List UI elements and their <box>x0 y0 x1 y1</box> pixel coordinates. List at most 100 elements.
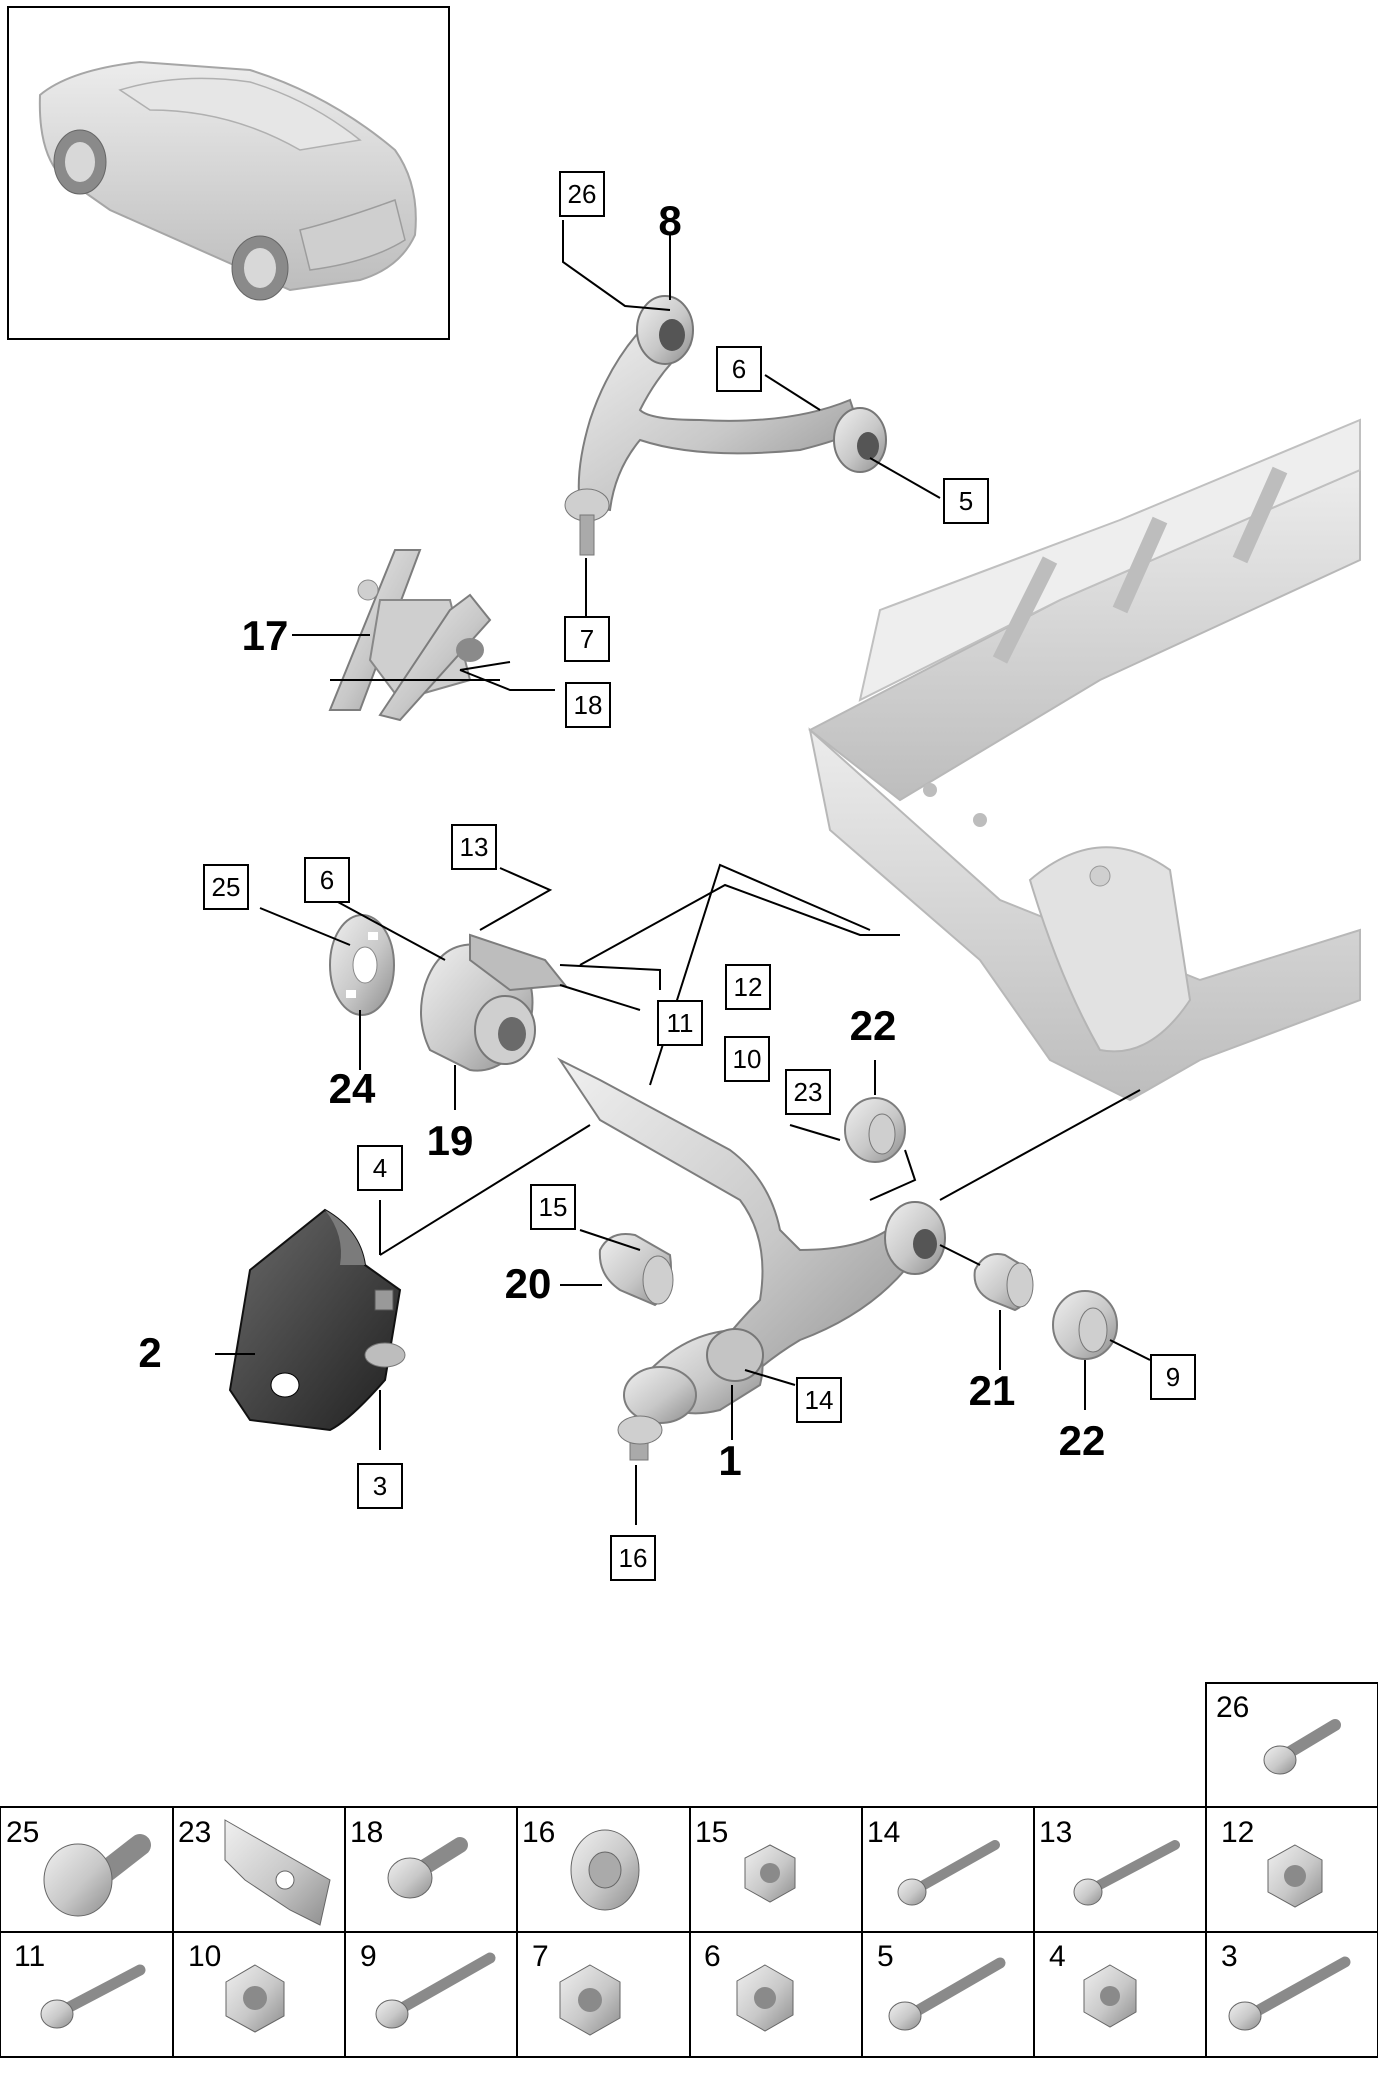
legend-10: 10 <box>188 1940 221 1973</box>
legend-14: 14 <box>867 1816 900 1849</box>
boxed-callout-18: 18 <box>565 682 611 728</box>
legend-7: 7 <box>532 1940 549 1973</box>
legend-icon-13 <box>1073 1840 1180 1906</box>
callout-2: 2 <box>138 1329 161 1376</box>
level-sensor <box>328 549 492 722</box>
callout-22-upper: 22 <box>850 1002 897 1049</box>
boxed-callout-6-upper: 6 <box>716 346 762 392</box>
legend-row-middle: 25 23 18 16 15 14 13 12 <box>0 1806 1378 1933</box>
shield-2 <box>228 1208 406 1432</box>
legend-11: 11 <box>14 1940 45 1973</box>
svg-text:9: 9 <box>1166 1362 1180 1392</box>
legend-icon-5 <box>888 1957 1006 2031</box>
callout-1: 1 <box>718 1437 741 1484</box>
svg-text:18: 18 <box>574 690 603 720</box>
callout-22-lower: 22 <box>1059 1417 1106 1464</box>
upper-control-arm <box>564 295 887 556</box>
bushing-22-upper <box>844 1097 906 1163</box>
boxed-callout-10: 10 <box>724 1036 770 1082</box>
boxed-callout-9: 9 <box>1150 1354 1196 1400</box>
vehicle-thumbnail <box>7 6 450 340</box>
svg-text:5: 5 <box>959 486 973 516</box>
legend-23: 23 <box>178 1816 211 1849</box>
legend-4: 4 <box>1049 1940 1066 1973</box>
boxed-callout-14: 14 <box>796 1377 842 1423</box>
legend-26: 26 <box>1216 1691 1249 1724</box>
callouts-bold: 8 17 24 19 2 20 1 21 22 22 <box>138 197 1105 1484</box>
bushing-21 <box>973 1253 1034 1312</box>
boxed-callout-4: 4 <box>357 1145 403 1191</box>
legend-icon-25 <box>43 1834 151 1917</box>
boxed-callout-15: 15 <box>530 1184 576 1230</box>
legend-icon-3 <box>1228 1956 1351 2031</box>
boxed-callout-11: 11 <box>657 1000 703 1046</box>
legend-15: 15 <box>695 1816 728 1849</box>
legend-18: 18 <box>350 1816 383 1849</box>
car-illustration <box>38 60 417 301</box>
legend-12: 12 <box>1221 1816 1254 1849</box>
callout-20: 20 <box>505 1260 552 1307</box>
legend-16: 16 <box>522 1816 555 1849</box>
svg-text:12: 12 <box>734 972 763 1002</box>
svg-text:15: 15 <box>539 1192 568 1222</box>
svg-text:11: 11 <box>667 1008 694 1038</box>
boxed-callout-23: 23 <box>785 1069 831 1115</box>
callout-19: 19 <box>427 1117 474 1164</box>
callout-17: 17 <box>242 612 289 659</box>
subframe <box>808 418 1361 1102</box>
callout-21: 21 <box>969 1367 1016 1414</box>
lower-control-arm <box>557 1057 946 1461</box>
svg-text:26: 26 <box>568 179 597 209</box>
legend-9: 9 <box>360 1940 377 1973</box>
boxed-callout-3: 3 <box>357 1463 403 1509</box>
boxed-callout-26: 26 <box>559 171 605 217</box>
svg-text:13: 13 <box>460 832 489 862</box>
legend-icon-11 <box>40 1964 146 2029</box>
svg-text:10: 10 <box>733 1044 762 1074</box>
svg-text:14: 14 <box>805 1385 834 1415</box>
legend-icon-6 <box>736 1964 794 2032</box>
legend-icon-7 <box>559 1964 621 2036</box>
bushing-19 <box>420 933 567 1072</box>
bushing-22-lower <box>1052 1290 1118 1360</box>
legend-13: 13 <box>1039 1816 1072 1849</box>
svg-text:16: 16 <box>619 1543 648 1573</box>
legend-icon-16 <box>570 1829 640 1911</box>
legend-5: 5 <box>877 1940 894 1973</box>
svg-text:23: 23 <box>794 1077 823 1107</box>
svg-text:3: 3 <box>373 1471 387 1501</box>
boxed-callout-6-lower: 6 <box>304 857 350 903</box>
legend-icon-14 <box>897 1840 1000 1906</box>
legend-25: 25 <box>6 1816 39 1849</box>
legend-icon-18 <box>387 1837 468 1899</box>
legend-icon-9 <box>375 1952 496 2029</box>
bushing-20 <box>598 1233 674 1307</box>
callouts-boxed: 26 6 5 7 18 13 25 6 12 11 10 23 4 15 14 … <box>203 171 1196 1581</box>
fastener-legend: 26 25 23 18 16 15 14 13 12 <box>0 1682 1378 2058</box>
svg-text:6: 6 <box>732 354 746 384</box>
boxed-callout-25: 25 <box>203 864 249 910</box>
legend-row-bottom: 11 10 9 7 6 5 4 3 <box>0 1931 1378 2058</box>
svg-text:6: 6 <box>320 865 334 895</box>
callout-24: 24 <box>329 1065 376 1112</box>
legend-icon-10 <box>225 1964 285 2033</box>
legend-icon-26 <box>1263 1719 1341 1775</box>
boxed-callout-7: 7 <box>564 616 610 662</box>
legend-6: 6 <box>704 1940 721 1973</box>
washer-24 <box>329 914 395 1016</box>
boxed-callout-12: 12 <box>725 964 771 1010</box>
boxed-callout-13: 13 <box>451 824 497 870</box>
svg-text:7: 7 <box>580 624 594 654</box>
callout-8: 8 <box>658 197 681 244</box>
leader-lines <box>215 220 1151 1525</box>
legend-icon-15 <box>744 1844 796 1903</box>
boxed-callout-16: 16 <box>610 1535 656 1581</box>
svg-text:4: 4 <box>373 1153 387 1183</box>
svg-text:25: 25 <box>212 872 241 902</box>
legend-icon-23 <box>224 1819 331 1926</box>
legend-3: 3 <box>1221 1940 1238 1973</box>
legend-icon-4 <box>1083 1964 1137 2028</box>
legend-icon-12 <box>1267 1844 1323 1908</box>
boxed-callout-5: 5 <box>943 478 989 524</box>
